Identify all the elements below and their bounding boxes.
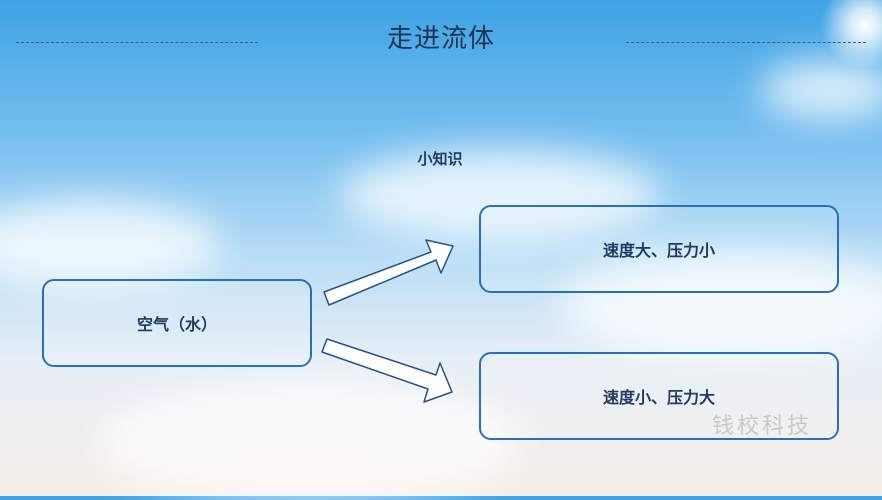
source-label: 空气（水） — [136, 315, 217, 334]
title-divider-left — [16, 42, 258, 43]
outcome-box-bottom: 速度小、压力大 — [479, 352, 839, 440]
outcome-bottom-label: 速度小、压力大 — [602, 388, 715, 407]
background-cloud — [760, 60, 882, 120]
outcome-box-top: 速度大、压力小 — [479, 205, 839, 293]
tip-label: 小知识 — [417, 150, 463, 168]
source-box: 空气（水） — [42, 279, 312, 367]
background-cloud — [0, 200, 220, 290]
outcome-top-label: 速度大、压力小 — [602, 241, 715, 260]
title-divider-right — [626, 42, 866, 43]
watermark: 钱校科技 — [712, 414, 813, 439]
page-title: 走进流体 — [386, 24, 495, 54]
arrow-down-right — [321, 338, 453, 403]
background-cloud — [560, 250, 882, 360]
arrow-up-right — [323, 239, 454, 306]
background-cloud — [100, 380, 520, 500]
background-cloud — [340, 150, 660, 240]
